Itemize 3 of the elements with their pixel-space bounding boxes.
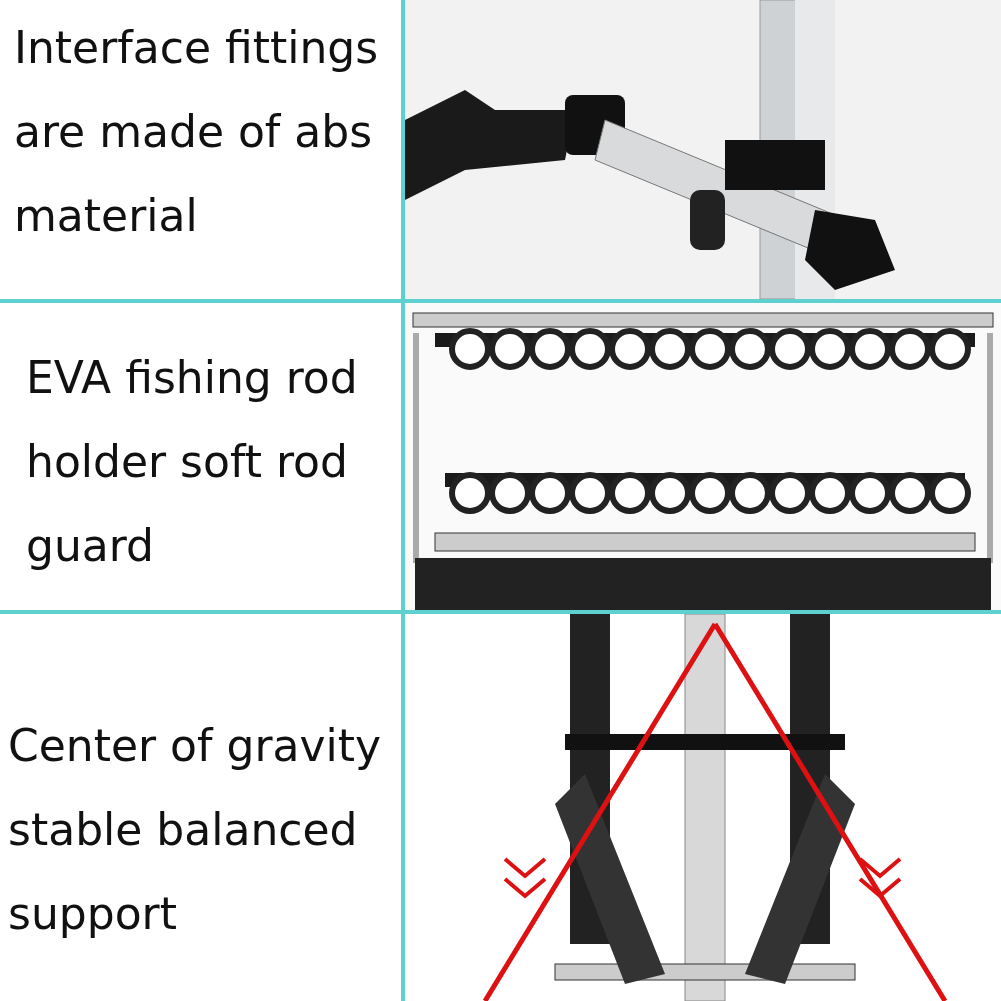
feature-caption: Center of gravity stable balanced support bbox=[8, 719, 382, 941]
feature-caption: Interface fittings are made of abs material bbox=[14, 21, 380, 243]
feature-caption: EVA fishing rod holder soft rod guard bbox=[26, 351, 359, 573]
